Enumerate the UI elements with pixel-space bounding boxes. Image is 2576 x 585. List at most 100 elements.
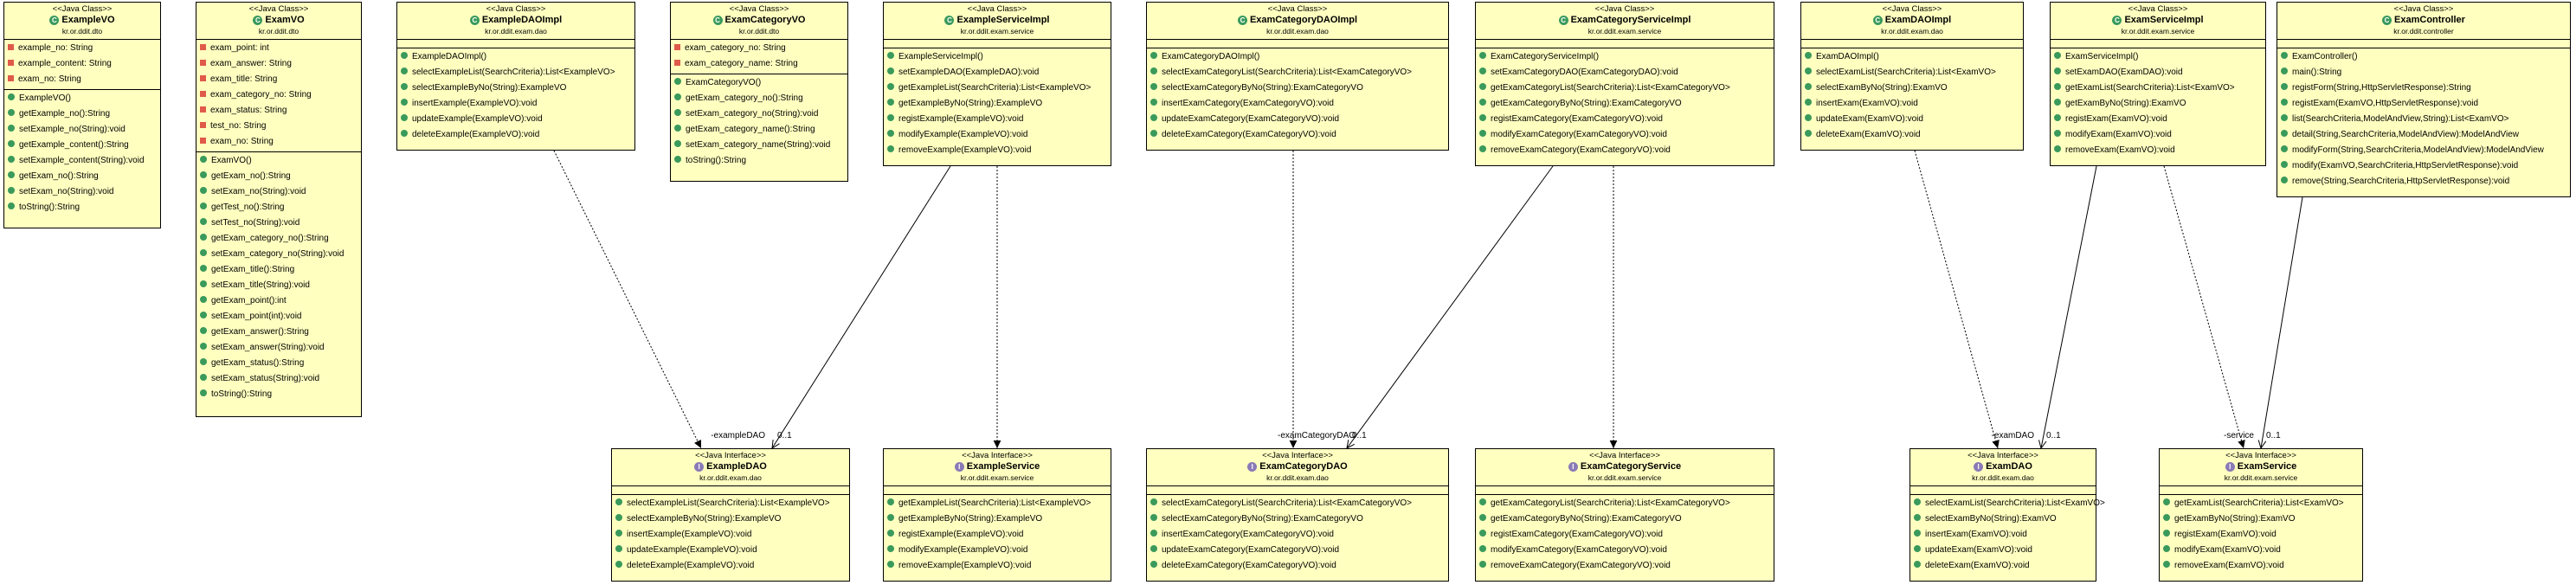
public-method-icon	[200, 265, 207, 272]
method-row: registForm(String,HttpServletResponse):S…	[2281, 80, 2566, 96]
method-text: updateExample(ExampleVO):void	[627, 544, 757, 555]
method-row: getExamByNo(String):ExamVO	[2163, 511, 2359, 527]
field-text: exam_point: int	[210, 42, 269, 53]
method-text: ExamVO()	[211, 155, 252, 165]
method-row: getExamList(SearchCriteria):List<ExamVO>	[2163, 496, 2359, 511]
field-text: test_no: String	[210, 120, 267, 131]
public-method-icon	[615, 530, 622, 537]
package-name: kr.or.ddit.exam.dao	[699, 472, 762, 482]
private-field-icon	[8, 59, 14, 66]
fields-compartment	[2051, 40, 2265, 48]
public-method-icon	[8, 125, 15, 132]
method-row: deleteExamCategory(ExamCategoryVO):void	[1150, 127, 1445, 143]
method-text: getExam_title():String	[211, 264, 295, 274]
field-text: exam_title: String	[210, 74, 278, 84]
method-text: deleteExamCategory(ExamCategoryVO):void	[1162, 560, 1336, 570]
method-row: getExample_no():String	[8, 106, 157, 122]
field-row: exam_no: String	[200, 134, 357, 150]
methods-compartment: ExamServiceImpl()setExamDAO(ExamDAO):voi…	[2051, 48, 2265, 160]
method-row: modify(ExamVO,SearchCriteria,HttpServlet…	[2281, 158, 2566, 174]
method-text: modify(ExamVO,SearchCriteria,HttpServlet…	[2292, 160, 2519, 170]
fields-compartment	[1801, 40, 2023, 48]
fields-compartment	[1476, 40, 1774, 48]
method-text: remove(String,SearchCriteria,HttpServlet…	[2292, 176, 2510, 186]
public-method-icon	[1914, 498, 1921, 505]
fields-compartment	[884, 486, 1111, 495]
public-method-icon	[2054, 68, 2061, 74]
methods-compartment: ExamDAOImpl()selectExamList(SearchCriter…	[1801, 48, 2023, 145]
method-text: selectExampleList(SearchCriteria):List<E…	[412, 67, 615, 77]
public-method-icon	[887, 52, 894, 59]
public-method-icon	[200, 218, 207, 225]
association-arrowhead	[771, 440, 780, 449]
public-method-icon	[887, 130, 894, 137]
method-row: registExam(ExamVO):void	[2054, 112, 2262, 127]
private-field-icon	[200, 106, 206, 112]
public-method-icon	[1150, 99, 1157, 106]
field-text: exam_category_no: String	[210, 89, 312, 100]
public-method-icon	[887, 99, 894, 106]
method-text: removeExam(ExamVO):void	[2174, 560, 2284, 570]
stereotype-label: <<Java Class>>	[1267, 4, 1328, 14]
private-field-icon	[200, 137, 206, 144]
public-method-icon	[200, 374, 207, 381]
public-method-icon	[1479, 498, 1486, 505]
public-method-icon	[401, 130, 408, 137]
method-text: getExam_status():String	[211, 357, 305, 368]
stereotype-label: <<Java Class>>	[486, 4, 546, 14]
method-text: getExamCategoryByNo(String):ExamCategory…	[1491, 98, 1682, 108]
method-row: updateExamCategory(ExamCategoryVO):void	[1150, 543, 1445, 558]
public-method-icon	[8, 171, 15, 178]
method-row: ExamVO()	[200, 153, 357, 169]
public-method-icon	[674, 78, 681, 85]
public-method-icon	[887, 83, 894, 90]
method-row: selectExamCategoryList(SearchCriteria):L…	[1150, 496, 1445, 511]
methods-compartment: selectExamCategoryList(SearchCriteria):L…	[1147, 495, 1448, 575]
method-row: main():String	[2281, 65, 2566, 80]
realization-arrowhead	[993, 440, 1001, 448]
method-text: setExamCategoryDAO(ExamCategoryDAO):void	[1491, 67, 1678, 77]
class-icon: C	[1872, 15, 1883, 25]
stereotype-label: <<Java Interface>>	[695, 451, 766, 460]
methods-compartment: getExamList(SearchCriteria):List<ExamVO>…	[2160, 495, 2362, 575]
method-row: updateExam(ExamVO):void	[1914, 543, 2092, 558]
class-icon: C	[1558, 15, 1568, 25]
class-icon: C	[253, 15, 263, 25]
public-method-icon	[2054, 130, 2061, 137]
realization-edge	[1914, 150, 1999, 449]
public-method-icon	[1479, 145, 1486, 152]
realization-edge	[2163, 165, 2244, 449]
public-method-icon	[200, 327, 207, 334]
method-row: getExamList(SearchCriteria):List<ExamVO>	[2054, 80, 2262, 96]
method-text: getExam_answer():String	[211, 326, 309, 337]
method-text: modifyExam(ExamVO):void	[2065, 129, 2172, 139]
public-method-icon	[1479, 114, 1486, 121]
public-method-icon	[615, 561, 622, 568]
association-role-label: -service	[2223, 431, 2254, 440]
realization-arrowhead	[2238, 440, 2245, 448]
package-name: kr.or.ddit.dto	[258, 26, 299, 35]
method-text: selectExamCategoryByNo(String):ExamCateg…	[1162, 513, 1363, 524]
public-method-icon	[1479, 83, 1486, 90]
method-row: deleteExamCategory(ExamCategoryVO):void	[1150, 558, 1445, 574]
method-row: getExam_point():int	[200, 293, 357, 309]
package-name: kr.or.ddit.exam.service	[1587, 472, 1662, 482]
public-method-icon	[1805, 114, 1812, 121]
